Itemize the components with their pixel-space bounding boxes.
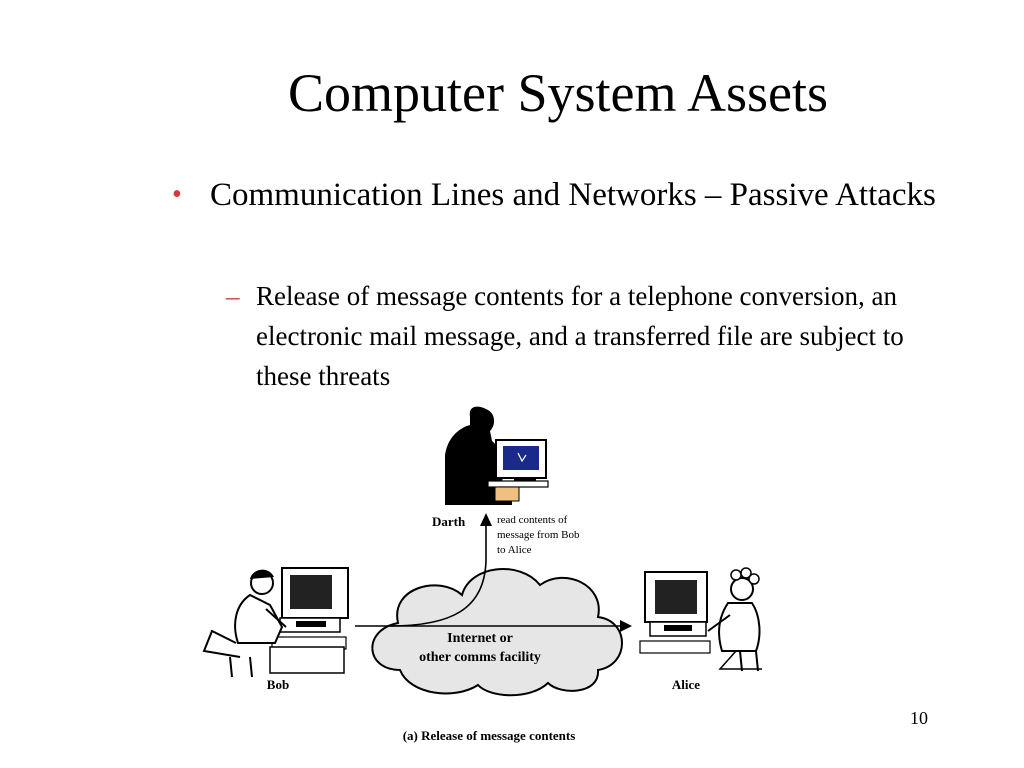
slide-title: Computer System Assets: [287, 63, 829, 123]
darth-label: Darth: [432, 514, 466, 529]
bullet-marker: •: [172, 179, 182, 210]
bullet-text: Communication Lines and Networks – Passi…: [210, 177, 936, 213]
annotation-line-1: read contents of: [497, 514, 568, 526]
alice-figure: Alice: [639, 567, 762, 692]
sub-bullet-marker: –: [226, 281, 240, 311]
annotation-line-2: message from Bob: [497, 529, 580, 541]
sub-bullet-text: Release of message contents for a teleph…: [256, 281, 904, 391]
cloud-label-line-1: Internet or: [447, 631, 513, 646]
darth-figure: Darth: [432, 406, 549, 529]
darth-intercept-arrow: [389, 513, 492, 627]
bob-figure: Bob: [202, 567, 349, 692]
internet-cloud: Internet or other comms facility: [371, 568, 623, 697]
diagram-caption: (a) Release of message contents: [403, 728, 576, 743]
intercept-annotation: read contents of message from Bob to Ali…: [497, 514, 580, 556]
passive-attack-diagram: Internet or other comms facility Darth r…: [202, 406, 762, 743]
bob-label: Bob: [267, 677, 289, 692]
page-number: 10: [910, 708, 928, 728]
cloud-label-line-2: other comms facility: [419, 650, 541, 665]
annotation-line-3: to Alice: [497, 544, 532, 556]
alice-label: Alice: [672, 677, 700, 692]
